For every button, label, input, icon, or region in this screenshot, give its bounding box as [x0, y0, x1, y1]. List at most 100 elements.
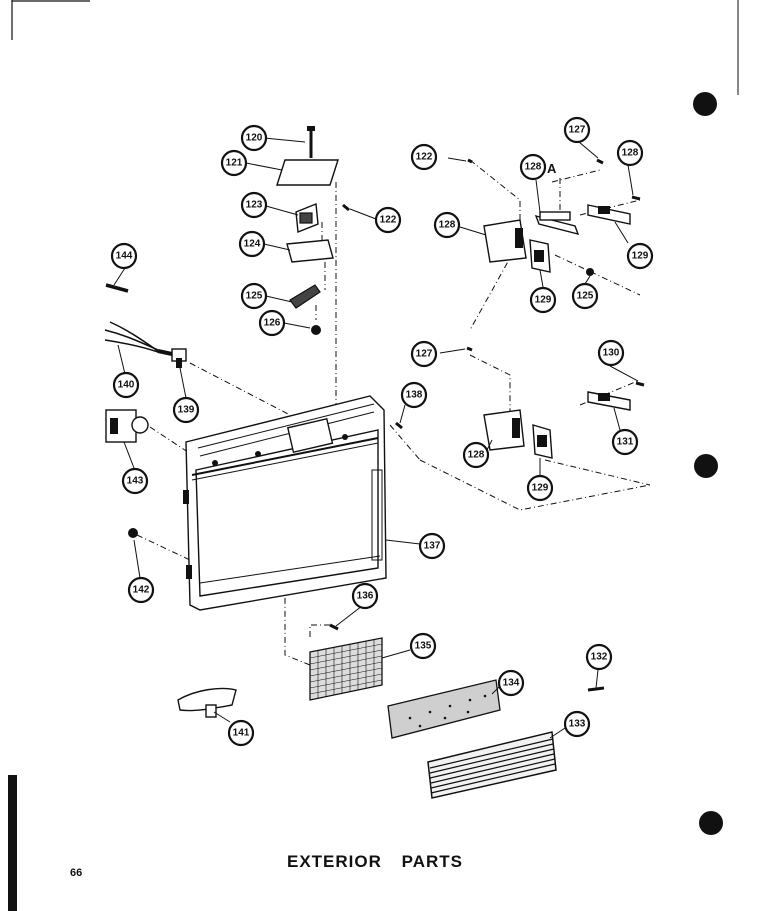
screw-127-upper [596, 158, 604, 165]
page-number: 66 [70, 867, 83, 879]
nut-125-right [586, 268, 594, 276]
svg-text:122: 122 [416, 152, 433, 163]
screw-128-right [631, 195, 641, 201]
callout-125-right: 125 [571, 282, 599, 310]
nut-126 [311, 325, 321, 335]
callout-140: 140 [112, 371, 140, 399]
callout-129-upper: 129 [626, 242, 654, 270]
svg-text:127: 127 [569, 125, 586, 136]
svg-text:124: 124 [244, 239, 261, 250]
callout-141: 141 [227, 719, 255, 747]
strain-relief-139 [171, 348, 187, 368]
svg-text:126: 126 [264, 318, 281, 329]
front-frame-137 [183, 395, 387, 611]
svg-text:141: 141 [233, 728, 250, 739]
punch-hole-bottom [699, 811, 723, 835]
svg-text:144: 144 [116, 251, 133, 262]
callout-144: 144 [110, 242, 138, 270]
svg-text:122: 122 [380, 215, 397, 226]
callout-136: 136 [351, 582, 379, 610]
binding-bar [8, 775, 17, 911]
callout-124: 124 [238, 230, 266, 258]
callout-128-upper: 128 [519, 153, 547, 181]
callout-137: 137 [418, 532, 446, 560]
callout-128-lower: 128 [462, 441, 490, 469]
screw-130 [635, 381, 645, 387]
callout-139: 139 [172, 396, 200, 424]
hinge-125 [289, 284, 321, 309]
nut-142 [128, 528, 138, 538]
callout-134: 134 [497, 669, 525, 697]
callout-120: 120 [240, 124, 268, 152]
svg-text:120: 120 [246, 133, 263, 144]
callout-128-right: 128 [616, 139, 644, 167]
svg-text:142: 142 [133, 585, 150, 596]
hinge-bracket-128-left [483, 219, 527, 263]
punch-hole-middle [694, 454, 718, 478]
callout-142: 142 [127, 576, 155, 604]
callout-130: 130 [597, 339, 625, 367]
callout-122-right: 122 [410, 143, 438, 171]
screw-122 [342, 203, 350, 212]
callout-131: 131 [611, 428, 639, 456]
svg-text:132: 132 [591, 652, 608, 663]
svg-text:125: 125 [577, 291, 594, 302]
power-cord-140 [104, 321, 173, 356]
callout-127-lower: 127 [410, 340, 438, 368]
svg-text:125: 125 [246, 291, 263, 302]
filter-pad-134 [387, 679, 501, 739]
svg-text:128: 128 [525, 162, 542, 173]
mount-141 [177, 687, 237, 718]
svg-text:123: 123 [246, 200, 263, 211]
svg-text:128: 128 [468, 450, 485, 461]
svg-text:130: 130 [603, 348, 620, 359]
callout-123: 123 [240, 191, 268, 219]
detail-marker-a: A [547, 161, 557, 176]
screw-127-lower [466, 346, 473, 352]
switch-box-143 [105, 409, 149, 443]
svg-text:136: 136 [357, 591, 374, 602]
page-title: EXTERIOR PARTS [287, 852, 463, 871]
callout-127-upper: 127 [563, 116, 591, 144]
svg-text:127: 127 [416, 349, 433, 360]
svg-text:128: 128 [439, 220, 456, 231]
callout-129-lower: 129 [526, 474, 554, 502]
bracket-123 [295, 203, 319, 233]
hinge-129-upper-left [529, 239, 551, 273]
punch-hole-top [693, 92, 717, 116]
callout-121: 121 [220, 149, 248, 177]
hinge-129-lower [532, 424, 553, 459]
clip-144 [105, 283, 129, 293]
plate-124 [286, 239, 334, 263]
filter-grille-135 [309, 637, 383, 701]
callout-126: 126 [258, 309, 286, 337]
svg-text:129: 129 [535, 295, 552, 306]
screw-136 [329, 623, 339, 631]
screw-122-right [467, 158, 473, 164]
svg-text:137: 137 [424, 541, 441, 552]
clip-132 [587, 686, 605, 692]
svg-text:143: 143 [127, 476, 144, 487]
svg-text:129: 129 [532, 483, 549, 494]
callout-138: 138 [400, 381, 428, 409]
svg-text:131: 131 [617, 437, 634, 448]
svg-text:134: 134 [503, 678, 520, 689]
callout-132: 132 [585, 643, 613, 671]
callout-143: 143 [121, 467, 149, 495]
hinge-131 [587, 391, 631, 411]
hinge-128-upper [534, 211, 580, 236]
svg-text:128: 128 [622, 148, 639, 159]
callout-122: 122 [374, 206, 402, 234]
svg-text:133: 133 [569, 719, 586, 730]
hinge-bracket-128-lower [483, 409, 525, 451]
callout-129-middle: 129 [529, 286, 557, 314]
callout-125: 125 [240, 282, 268, 310]
hinge-129-upper-right [587, 204, 631, 225]
leader-lines [113, 137, 639, 739]
svg-text:135: 135 [415, 641, 432, 652]
mounting-plate-121 [276, 159, 339, 186]
screw-120 [307, 126, 315, 158]
callout-135: 135 [409, 632, 437, 660]
screw-138 [395, 421, 403, 430]
